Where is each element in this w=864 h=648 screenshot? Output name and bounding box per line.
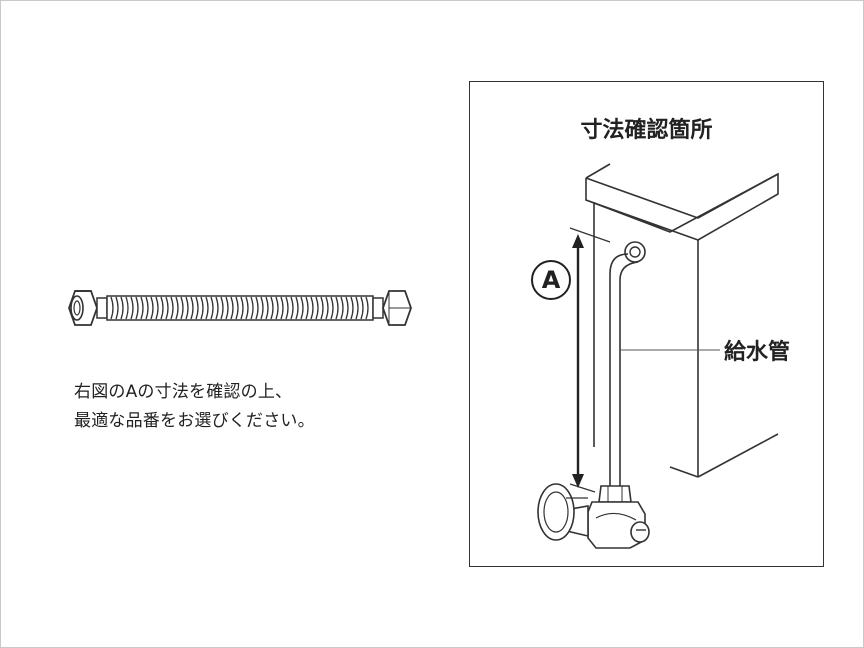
supply-pipe-icon bbox=[609, 241, 646, 486]
flexible-hose-icon bbox=[68, 290, 412, 326]
instruction-text: 右図のAの寸法を確認の上、 最適な品番をお選びください。 bbox=[74, 378, 315, 436]
instruction-line-1: 右図のAの寸法を確認の上、 bbox=[74, 382, 293, 402]
stop-valve-icon bbox=[537, 483, 650, 549]
dimension-a-label: A bbox=[531, 260, 571, 300]
toilet-tank-icon bbox=[537, 163, 779, 549]
measurement-diagram: 寸法確認箇所 bbox=[469, 81, 824, 567]
diagram-title: 寸法確認箇所 bbox=[580, 118, 713, 143]
instruction-line-2: 最適な品番をお選びください。 bbox=[74, 411, 315, 431]
supply-pipe-label: 給水管 bbox=[724, 340, 791, 365]
